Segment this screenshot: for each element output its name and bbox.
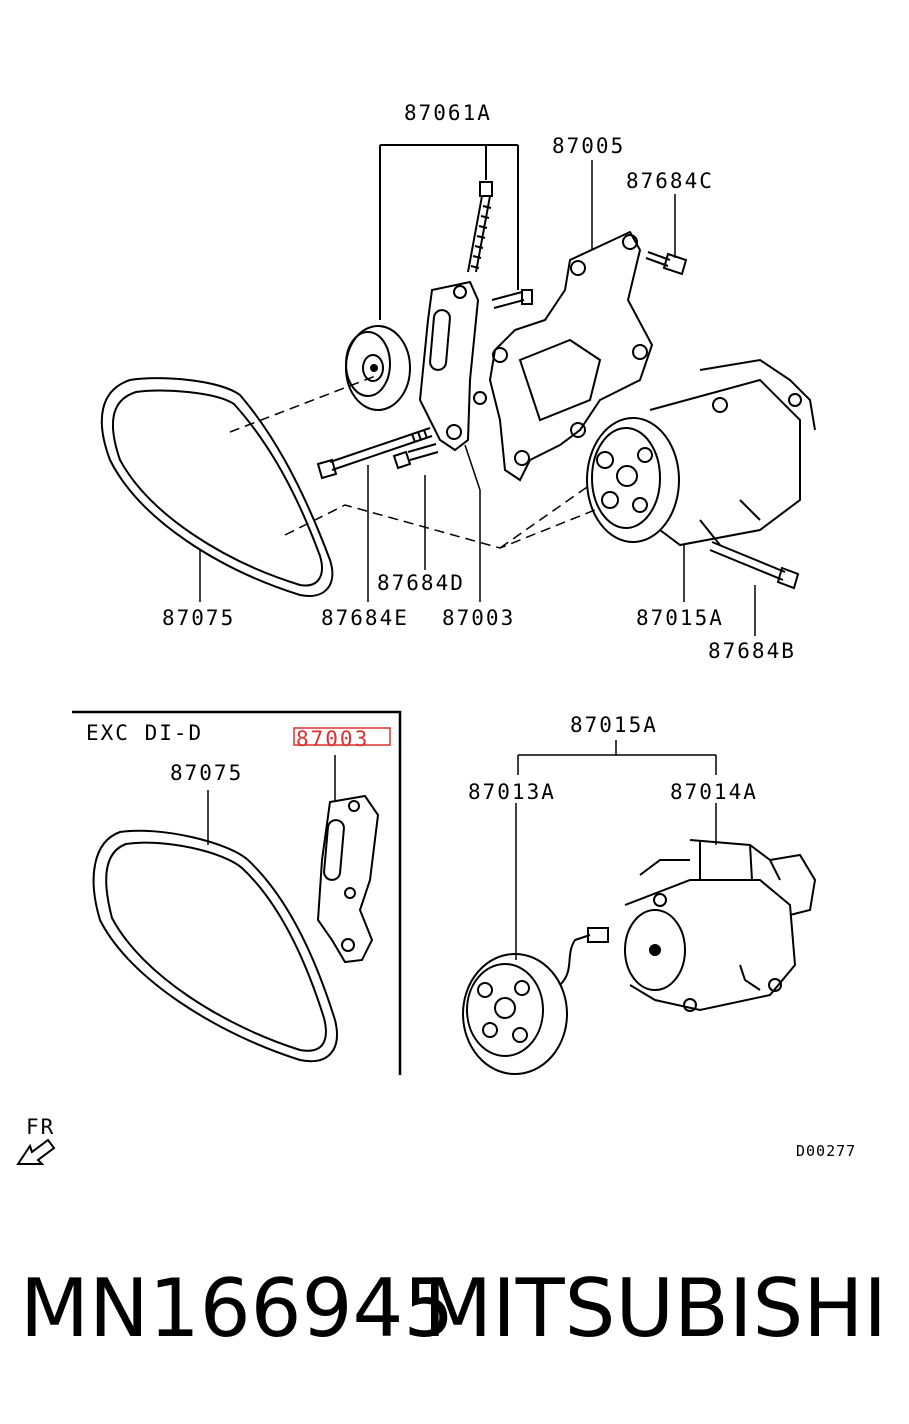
leader-lines (199, 160, 756, 636)
compressor (586, 358, 816, 547)
inset-title: EXC DI-D (86, 721, 203, 745)
label-87684c: 87684C (626, 169, 714, 193)
diagram-code: D00277 (796, 1142, 856, 1160)
long-bolt (467, 181, 493, 273)
front-arrow-icon (16, 1138, 56, 1165)
label-87003: 87003 (442, 606, 515, 630)
bolt-e (316, 427, 433, 480)
bolt-c (645, 251, 688, 276)
brand-name: MITSUBISHI (423, 1262, 887, 1355)
inset-label-87003: 87003 (296, 727, 369, 751)
small-bolt (491, 289, 533, 309)
label-87075: 87075 (162, 606, 235, 630)
inset-frame (72, 710, 402, 1075)
alignment-lines (229, 374, 596, 549)
part-footer: MN166945 MITSUBISHI (0, 1262, 909, 1382)
front-indicator-label: FR (26, 1115, 55, 1139)
bolt-d (392, 443, 439, 470)
label-87014a: 87014A (670, 780, 758, 804)
label-87015a-detail: 87015A (570, 713, 658, 737)
label-87013a: 87013A (468, 780, 556, 804)
inset-label-87075: 87075 (170, 761, 243, 785)
bolt-b (709, 541, 800, 590)
label-87015a: 87015A (636, 606, 724, 630)
compressor-bracket (473, 230, 654, 482)
part-number: MN166945 (20, 1262, 455, 1355)
label-87005: 87005 (552, 134, 625, 158)
drive-belt (100, 377, 334, 597)
compressor-assembly-leader (515, 740, 717, 960)
tensioner-bracket (418, 280, 480, 452)
highlight-box (293, 727, 391, 746)
clutch-assembly (462, 927, 609, 1075)
compressor-body (624, 839, 817, 1012)
label-87684d: 87684D (377, 571, 465, 595)
label-87684b: 87684B (708, 639, 796, 663)
label-87061a: 87061A (404, 101, 492, 125)
bracket-set-leader (379, 144, 519, 320)
inset-tensioner (316, 755, 380, 964)
label-87684e: 87684E (321, 606, 409, 630)
parts-diagram: 87061A 87005 87684C 87684D 87075 87684E … (16, 101, 856, 1165)
idler-pulley (345, 325, 411, 411)
inset-belt (92, 790, 338, 1063)
